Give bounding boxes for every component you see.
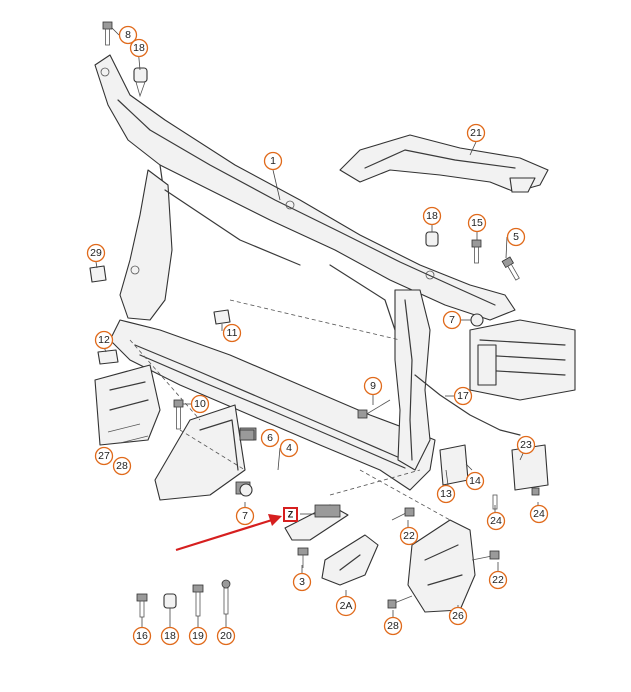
svg-text:4: 4 bbox=[286, 442, 292, 454]
air-guide bbox=[339, 134, 549, 193]
svg-text:28: 28 bbox=[116, 460, 128, 472]
screw-icon bbox=[471, 239, 482, 264]
bolt-icon bbox=[136, 593, 148, 618]
svg-text:11: 11 bbox=[227, 327, 238, 339]
marker-z: Z bbox=[283, 507, 298, 522]
callout-23: 23 bbox=[516, 435, 536, 455]
callout-2a: 2A bbox=[335, 595, 357, 617]
clip-icon bbox=[89, 265, 107, 283]
svg-text:16: 16 bbox=[136, 630, 148, 642]
svg-text:2A: 2A bbox=[340, 600, 353, 612]
screw-icon bbox=[192, 584, 204, 617]
svg-text:18: 18 bbox=[426, 210, 438, 222]
callout-28: 28 bbox=[112, 456, 132, 476]
svg-text:3: 3 bbox=[299, 576, 305, 588]
svg-text:6: 6 bbox=[267, 432, 273, 444]
callout-18c: 18 bbox=[160, 626, 180, 646]
callout-14: 14 bbox=[465, 471, 485, 491]
callout-26: 26 bbox=[448, 606, 468, 626]
pin-icon bbox=[221, 579, 231, 615]
callout-7b: 7 bbox=[235, 506, 255, 526]
callout-13: 13 bbox=[436, 484, 456, 504]
callout-3: 3 bbox=[292, 572, 312, 592]
svg-text:23: 23 bbox=[520, 439, 532, 451]
leader-lines bbox=[95, 27, 539, 627]
bolt-icon bbox=[173, 399, 184, 430]
callout-24b: 24 bbox=[529, 504, 549, 524]
svg-text:26: 26 bbox=[452, 610, 464, 622]
assembly-lines bbox=[129, 299, 451, 521]
svg-text:13: 13 bbox=[440, 488, 452, 500]
svg-text:29: 29 bbox=[90, 247, 102, 259]
radiator-fragment bbox=[469, 319, 576, 401]
callout-24: 24 bbox=[486, 511, 506, 531]
bracket-parts bbox=[414, 374, 549, 491]
svg-text:1: 1 bbox=[270, 155, 276, 167]
callout-18: 18 bbox=[129, 38, 149, 58]
callout-11: 11 bbox=[222, 323, 242, 343]
callout-7: 7 bbox=[442, 310, 462, 330]
svg-text:22: 22 bbox=[492, 574, 504, 586]
svg-text:15: 15 bbox=[471, 217, 483, 229]
callout-18b: 18 bbox=[422, 206, 442, 226]
svg-text:21: 21 bbox=[470, 127, 482, 139]
callout-6: 6 bbox=[260, 428, 280, 448]
callout-17: 17 bbox=[453, 386, 473, 406]
callout-8: 8 bbox=[118, 25, 138, 45]
callout-10: 10 bbox=[190, 394, 210, 414]
svg-text:24: 24 bbox=[490, 515, 502, 527]
callout-27: 27 bbox=[94, 446, 114, 466]
right-bracket-26 bbox=[407, 519, 476, 613]
hood-latch bbox=[284, 504, 379, 586]
callout-15: 15 bbox=[467, 213, 487, 233]
svg-text:7: 7 bbox=[449, 314, 455, 326]
svg-text:7: 7 bbox=[242, 510, 248, 522]
clip-icon bbox=[163, 593, 177, 609]
svg-text:8: 8 bbox=[125, 29, 131, 41]
clip-icon bbox=[425, 231, 439, 247]
svg-text:Z: Z bbox=[288, 510, 294, 520]
svg-text:19: 19 bbox=[192, 630, 204, 642]
fasteners bbox=[89, 21, 540, 618]
callout-5: 5 bbox=[506, 227, 526, 247]
svg-text:14: 14 bbox=[469, 475, 481, 487]
callout-19: 19 bbox=[188, 626, 208, 646]
svg-text:28: 28 bbox=[387, 620, 399, 632]
callout-21: 21 bbox=[466, 123, 486, 143]
svg-text:5: 5 bbox=[513, 231, 519, 243]
callout-12: 12 bbox=[94, 330, 114, 350]
callout-28b: 28 bbox=[383, 616, 403, 636]
svg-text:9: 9 bbox=[370, 380, 376, 392]
svg-text:10: 10 bbox=[194, 398, 206, 410]
pointer-arrow bbox=[175, 514, 282, 552]
bolt-icon bbox=[102, 21, 113, 46]
svg-text:27: 27 bbox=[98, 450, 110, 462]
lock-carrier bbox=[94, 54, 516, 491]
callout-22b: 22 bbox=[488, 570, 508, 590]
callout-1: 1 bbox=[263, 151, 283, 171]
clip-icon bbox=[133, 67, 148, 98]
callout-9: 9 bbox=[363, 376, 383, 396]
callout-29: 29 bbox=[86, 243, 106, 263]
svg-text:17: 17 bbox=[457, 390, 469, 402]
callout-16: 16 bbox=[132, 626, 152, 646]
svg-text:18: 18 bbox=[164, 630, 176, 642]
svg-text:12: 12 bbox=[98, 334, 110, 346]
svg-text:22: 22 bbox=[403, 530, 415, 542]
svg-text:24: 24 bbox=[533, 508, 545, 520]
bolt-icon bbox=[357, 399, 391, 419]
bolt-icon bbox=[501, 256, 520, 281]
callout-20: 20 bbox=[216, 626, 236, 646]
svg-text:18: 18 bbox=[133, 42, 145, 54]
callout-22: 22 bbox=[399, 526, 419, 546]
callout-4: 4 bbox=[279, 438, 299, 458]
svg-text:20: 20 bbox=[220, 630, 232, 642]
